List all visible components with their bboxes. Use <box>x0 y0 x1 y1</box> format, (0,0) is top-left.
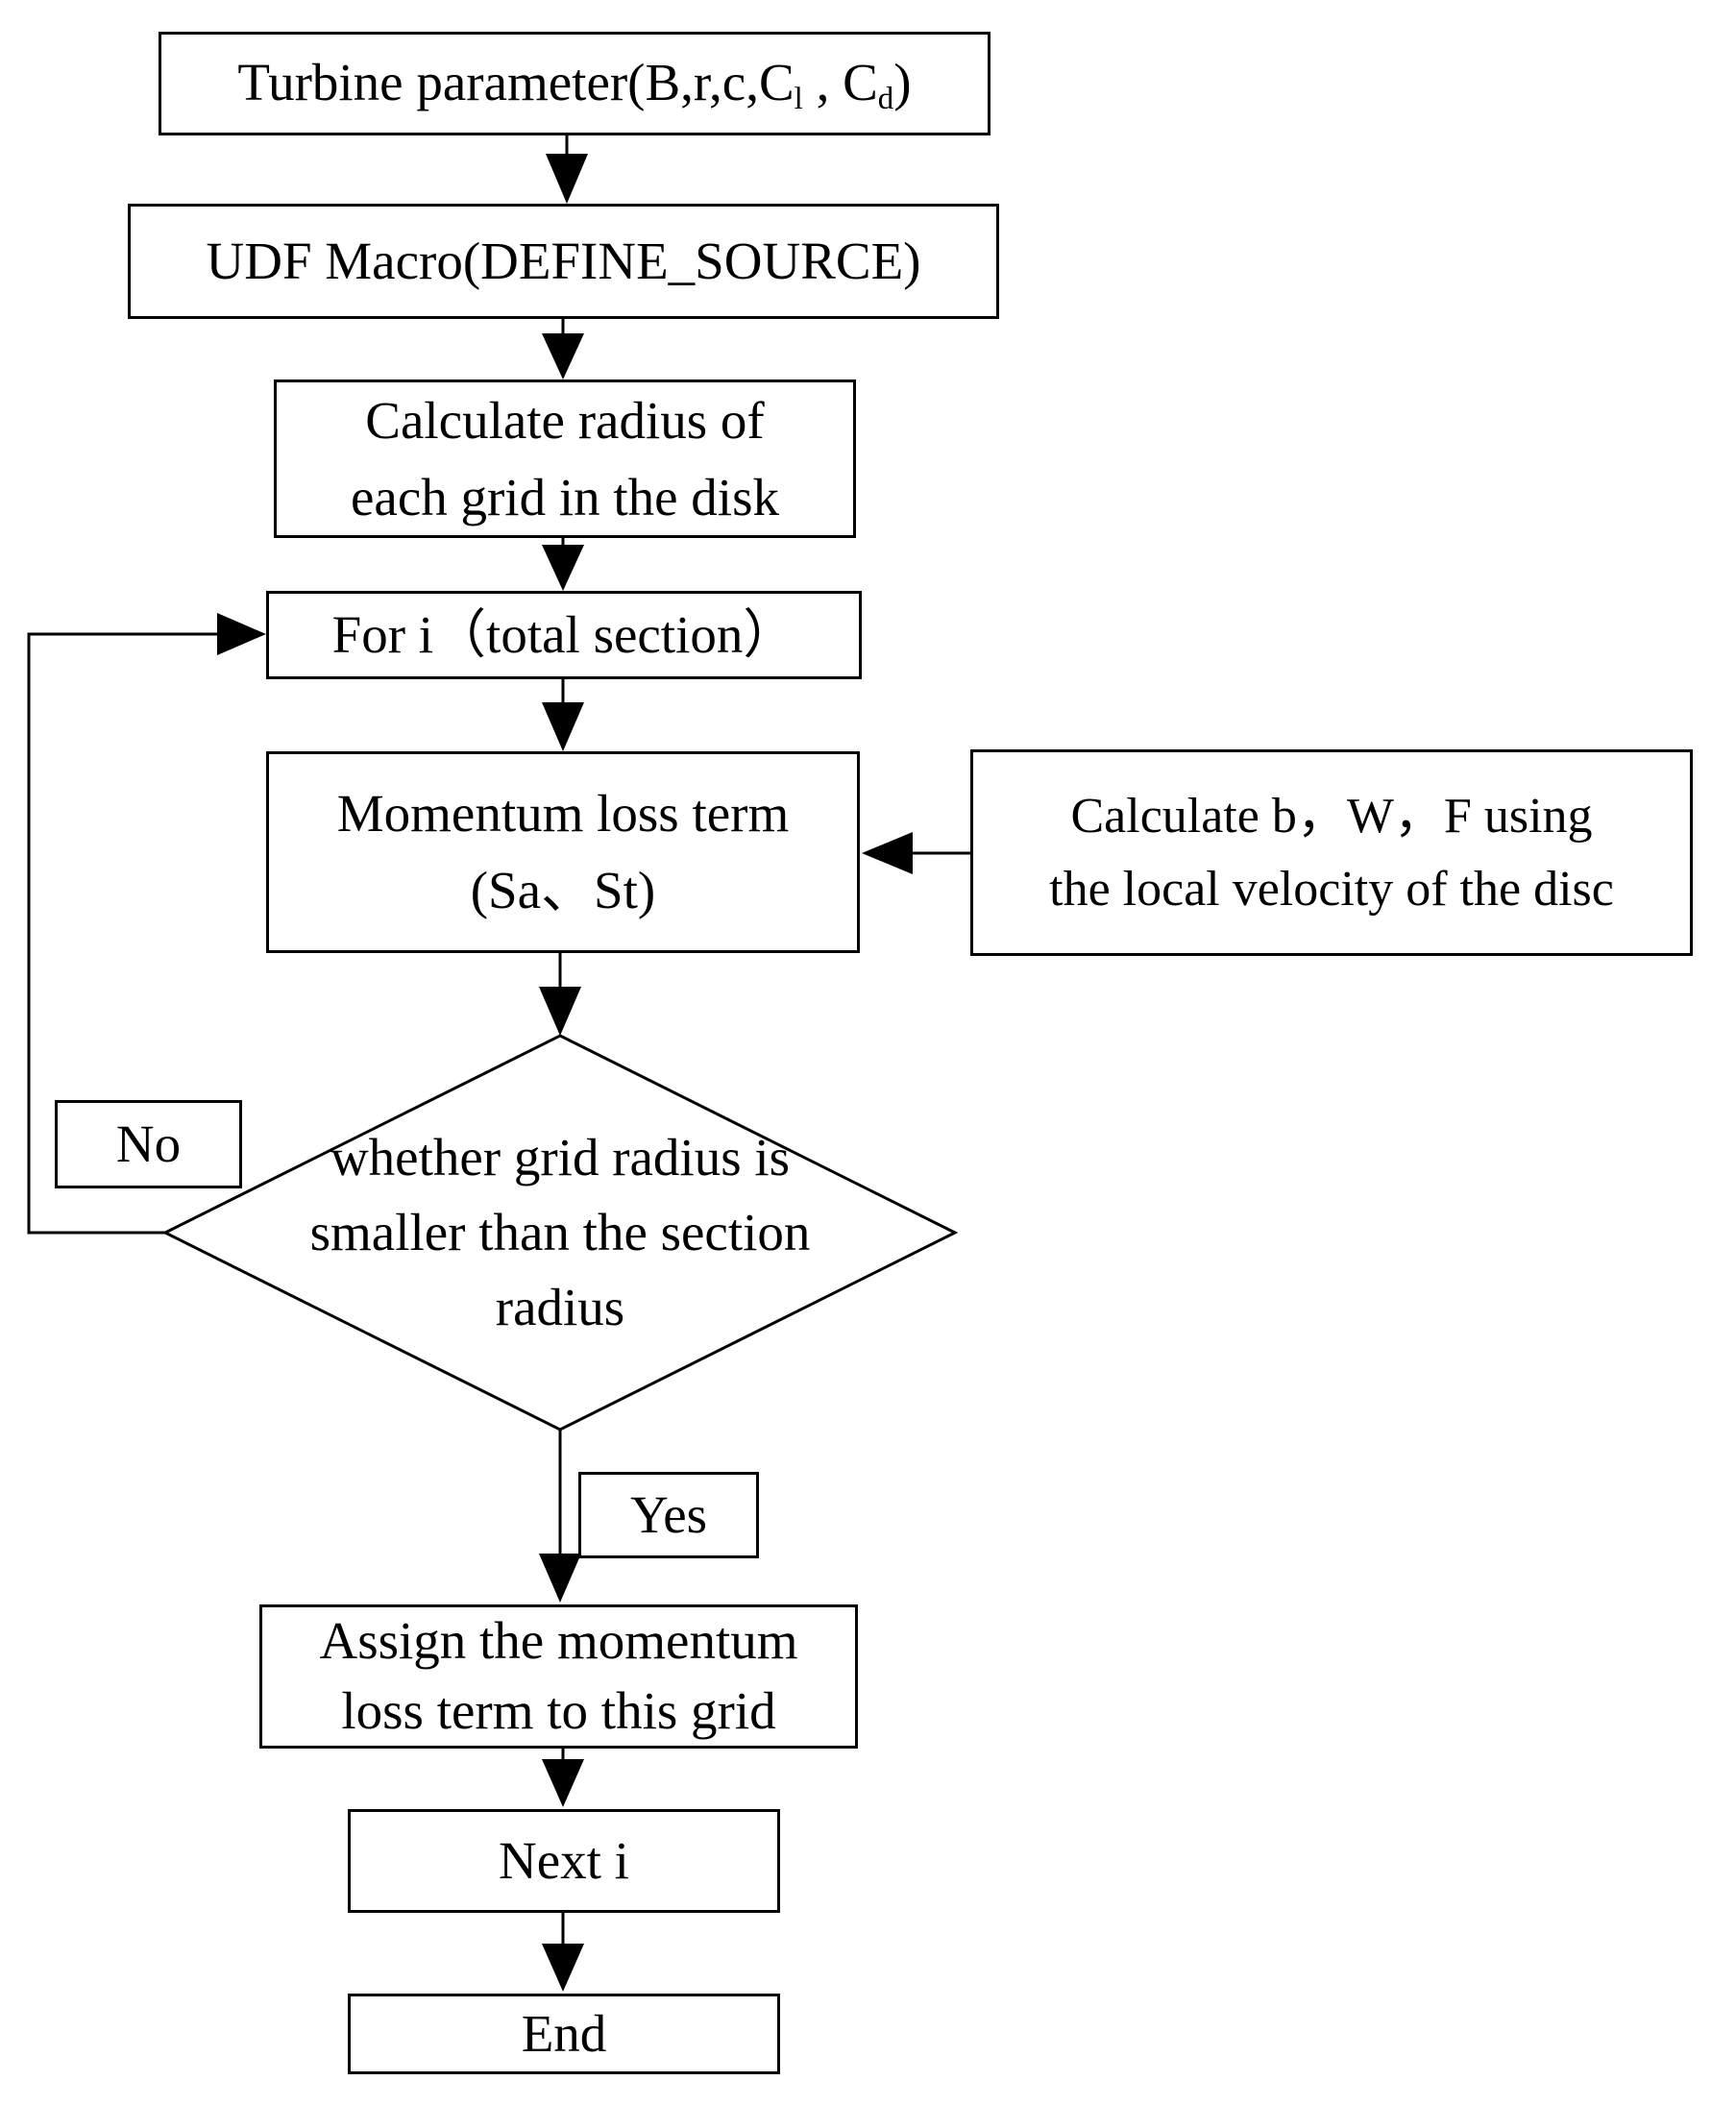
label-box-no: No <box>55 1100 242 1188</box>
process-box-turbine-parameter: Turbine parameter(B,r,c,Cl , Cd) <box>159 32 990 135</box>
no-loop-connector <box>27 613 266 1235</box>
process-box-calc-bwf: Calculate b，W，F using the local velocity… <box>970 749 1693 956</box>
arrowhead-down-icon <box>542 1759 584 1807</box>
momentum-line2: (Sa、St) <box>470 861 656 919</box>
no-label: No <box>115 1114 182 1174</box>
arrow-udf-to-calc-radius <box>542 319 584 379</box>
arrowhead-down-icon <box>539 987 581 1036</box>
arrow-turbine-to-udf <box>546 135 588 204</box>
arrowhead-right-icon <box>217 613 266 655</box>
label-box-yes: Yes <box>578 1472 759 1558</box>
turbine-label-prefix: Turbine parameter(B,r,c,C <box>237 52 795 111</box>
arrowhead-down-icon <box>542 702 584 751</box>
yes-label: Yes <box>629 1485 708 1545</box>
process-box-calc-radius: Calculate radius of each grid in the dis… <box>274 379 856 538</box>
arrowhead-left-icon <box>862 832 913 874</box>
calc-bwf-line2: the local velocity of the disc <box>1049 861 1614 917</box>
arrow-momentum-to-decision <box>539 953 581 1036</box>
turbine-label-suffix: ) <box>893 52 912 111</box>
decision-line1: whether grid radius is <box>330 1127 791 1187</box>
arrowhead-down-icon <box>539 1554 581 1603</box>
arrow-for-i-to-momentum <box>542 679 584 751</box>
arrow-calc-radius-to-for-i <box>542 538 584 591</box>
arrow-assign-to-next-i <box>542 1749 584 1807</box>
arrow-decision-to-assign <box>539 1430 581 1603</box>
arrowhead-down-icon <box>546 154 588 204</box>
momentum-line1: Momentum loss term <box>336 784 790 844</box>
end-label: End <box>521 2004 607 2064</box>
arrowhead-down-icon <box>542 545 584 591</box>
process-box-assign: Assign the momentum loss term to this gr… <box>259 1604 858 1749</box>
for-i-label: For i（total section） <box>331 605 796 665</box>
arrowhead-down-icon <box>542 333 584 379</box>
assign-line1: Assign the momentum <box>319 1611 798 1671</box>
calc-radius-line1: Calculate radius of <box>365 390 765 450</box>
turbine-label-mid: , C <box>802 52 878 111</box>
turbine-subscript-d: d <box>877 82 894 117</box>
calc-radius-line2: each grid in the disk <box>351 467 779 526</box>
process-box-momentum-loss: Momentum loss term (Sa、St) <box>266 751 860 953</box>
decision-line3: radius <box>495 1278 625 1337</box>
turbine-parameter-label: Turbine parameter(B,r,c,Cl , Cd) <box>237 44 911 123</box>
udf-macro-label: UDF Macro(DEFINE_SOURCE) <box>206 232 921 291</box>
assign-line2: loss term to this grid <box>341 1681 776 1740</box>
decision-line2: smaller than the section <box>309 1202 811 1261</box>
arrowhead-down-icon <box>542 1944 584 1992</box>
next-i-label: Next i <box>499 1831 629 1891</box>
decision-diamond-text: whether grid radius is smaller than the … <box>165 1036 955 1430</box>
loop-line <box>27 632 217 1235</box>
terminator-box-end: End <box>348 1994 780 2074</box>
turbine-subscript-l: l <box>794 82 803 117</box>
process-box-next-i: Next i <box>348 1809 780 1913</box>
process-box-udf-macro: UDF Macro(DEFINE_SOURCE) <box>128 204 999 319</box>
arrow-calc-bwf-to-momentum <box>862 832 970 874</box>
process-box-for-i: For i（total section） <box>266 591 862 679</box>
calc-bwf-line1: Calculate b，W，F using <box>1070 789 1593 844</box>
arrow-next-i-to-end <box>542 1913 584 1992</box>
